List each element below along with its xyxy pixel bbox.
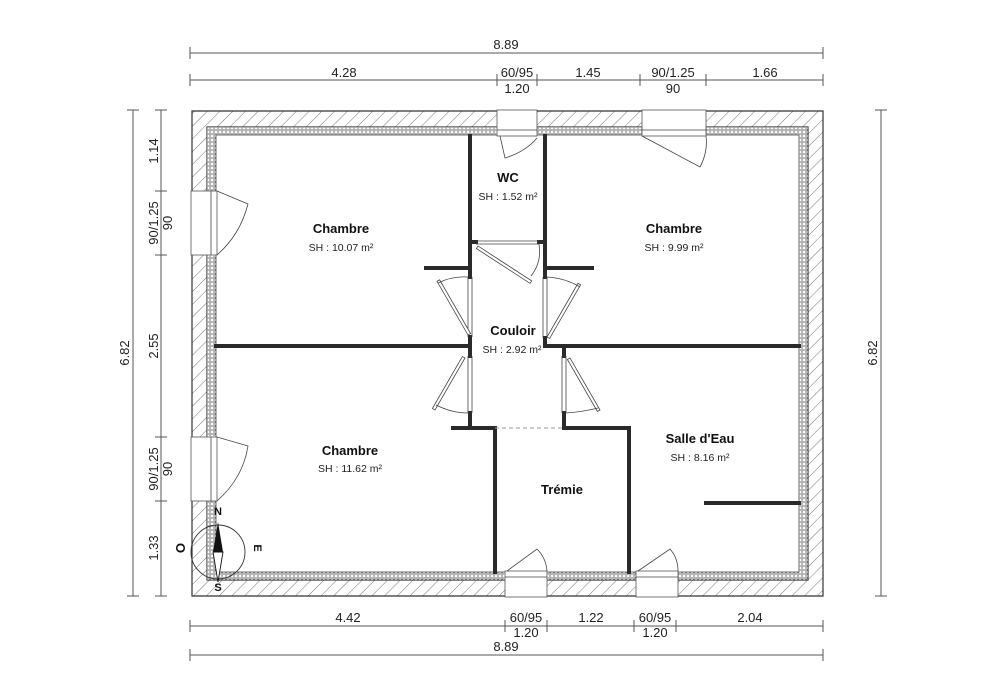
bottom-overall-dim: 8.89 [493, 639, 518, 654]
left-dimensions: 6.82 1.14 90/1.25 90 2.55 90/1.25 90 1.3… [117, 109, 175, 597]
room-area: SH : 10.07 m² [309, 242, 374, 254]
room-labels: Chambre SH : 10.07 m² WC SH : 1.52 m² Ch… [309, 170, 735, 497]
top-dim-4-sub: 90 [666, 81, 680, 96]
window-bedroom-ne [641, 109, 707, 137]
room-name: Trémie [541, 482, 583, 497]
interior-doors [431, 240, 601, 414]
compass-east: E [251, 544, 263, 551]
windows [190, 109, 707, 598]
room-chambre-ne: Chambre SH : 9.99 m² [645, 221, 704, 254]
bottom-dim-2-sub: 1.20 [513, 625, 538, 640]
top-dim-4: 90/1.25 [651, 65, 694, 80]
bottom-dim-1: 4.42 [335, 610, 360, 625]
left-dim-3: 2.55 [146, 333, 161, 358]
top-dim-5: 1.66 [752, 65, 777, 80]
exterior-walls [191, 110, 824, 597]
right-overall-dim: 6.82 [865, 340, 880, 365]
bottom-dim-5: 2.04 [737, 610, 762, 625]
compass-south: S [214, 582, 221, 594]
left-dim-5: 1.33 [146, 535, 161, 560]
room-area: SH : 1.52 m² [479, 191, 538, 203]
room-name: Salle d'Eau [666, 431, 735, 446]
interior-walls [214, 134, 801, 574]
room-salle-eau: Salle d'Eau SH : 8.16 m² [666, 431, 735, 464]
room-couloir: Couloir SH : 2.92 m² [483, 323, 542, 356]
window-wc [496, 109, 538, 137]
bottom-dim-4-sub: 1.20 [642, 625, 667, 640]
bottom-dim-2: 60/95 [510, 610, 543, 625]
left-dim-4: 90/1.25 [146, 447, 161, 490]
room-area: SH : 11.62 m² [318, 463, 382, 475]
bottom-dimensions: 4.42 60/95 1.20 1.22 60/95 1.20 2.04 8.8… [189, 610, 824, 661]
room-chambre-nw: Chambre SH : 10.07 m² [309, 221, 374, 254]
room-name: WC [497, 170, 519, 185]
compass-west: O [173, 543, 188, 553]
top-dim-3: 1.45 [575, 65, 600, 80]
top-dim-1: 4.28 [331, 65, 356, 80]
window-bedroom-nw [190, 190, 218, 256]
room-area: SH : 9.99 m² [645, 242, 704, 254]
window-tremie [504, 570, 548, 598]
left-dim-2: 90/1.25 [146, 201, 161, 244]
left-dim-1: 1.14 [146, 138, 161, 163]
bottom-dim-3: 1.22 [578, 610, 603, 625]
top-dim-2: 60/95 [501, 65, 534, 80]
top-overall-dim: 8.89 [493, 37, 518, 52]
compass-north: N [214, 506, 222, 518]
room-area: SH : 8.16 m² [671, 452, 730, 464]
top-dim-2-sub: 1.20 [504, 81, 529, 96]
window-salle-eau [635, 570, 679, 598]
compass-icon: N S E O [173, 506, 263, 594]
left-dim-4-sub: 90 [160, 462, 175, 476]
room-name: Couloir [490, 323, 536, 338]
right-dimensions: 6.82 [865, 109, 887, 597]
room-name: Chambre [646, 221, 702, 236]
left-dim-2-sub: 90 [160, 216, 175, 230]
window-swings [216, 135, 707, 572]
left-overall-dim: 6.82 [117, 340, 132, 365]
room-wc: WC SH : 1.52 m² [479, 170, 538, 203]
room-name: Chambre [313, 221, 369, 236]
top-dimensions: 8.89 4.28 60/95 1.20 1.45 90/1.25 90 1.6… [189, 37, 824, 96]
room-area: SH : 2.92 m² [483, 344, 542, 356]
bottom-dim-4: 60/95 [639, 610, 672, 625]
window-bedroom-sw [190, 436, 218, 502]
room-chambre-sw: Chambre SH : 11.62 m² [318, 443, 382, 475]
room-name: Chambre [322, 443, 378, 458]
room-tremie: Trémie [541, 482, 583, 497]
